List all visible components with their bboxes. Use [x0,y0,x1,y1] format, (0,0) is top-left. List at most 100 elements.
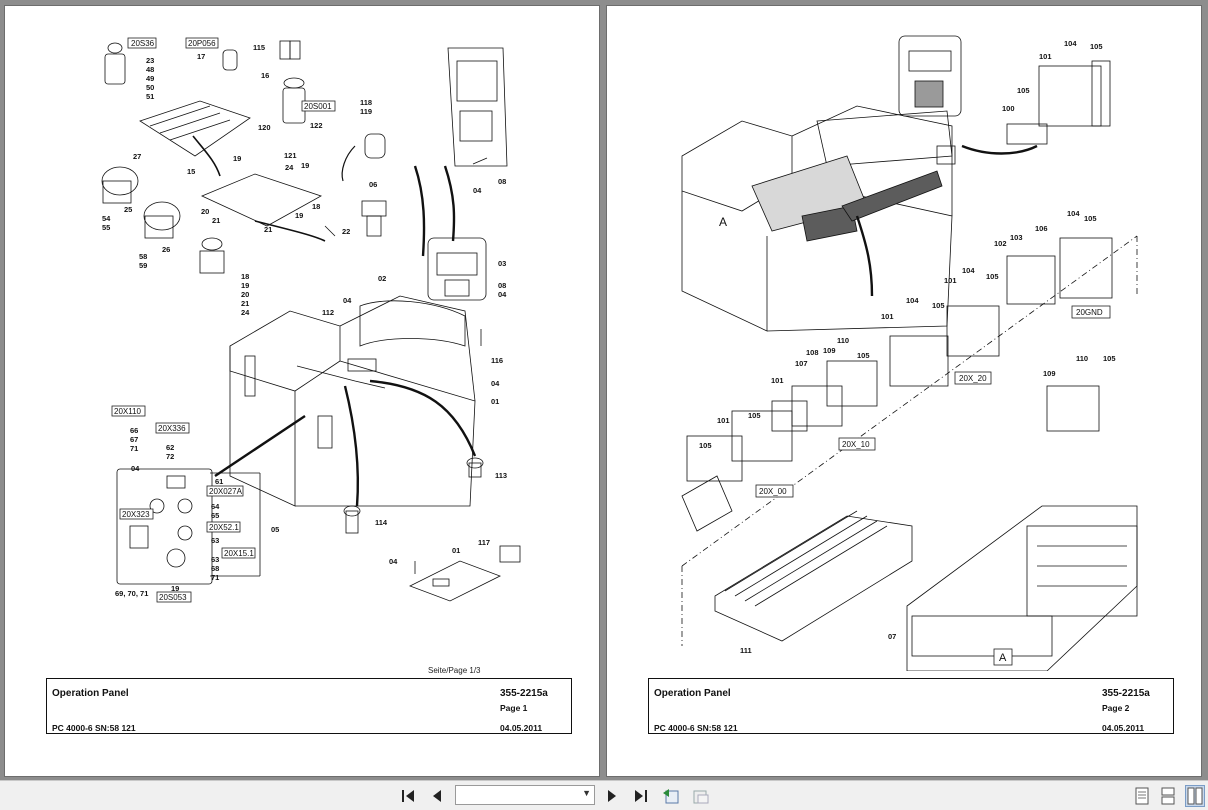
part-number: 21 [241,299,249,308]
part-number: 104 [906,296,919,305]
part-number: 17 [197,52,205,61]
part-number: 64 [211,502,220,511]
part-number: 62 [166,443,174,452]
part-number: 05 [271,525,279,534]
drawing-date: 04.05.2011 [1102,723,1145,733]
part-number: 105 [857,351,870,360]
part-number: 118 [360,98,372,107]
model-number: PC 4000-6 SN:58 121 [654,723,738,733]
part-number: 01 [452,546,460,555]
part-number: 101 [881,312,894,321]
label-20X-10: 20X_10 [842,440,870,449]
title-block: Operation Panel 355-2215a Page 1 PC 4000… [46,678,572,734]
part-number: 03 [498,259,506,268]
part-number: 109 [1043,369,1056,378]
part-number: 59 [139,261,147,270]
part-number: 104 [1067,209,1080,218]
part-number: 21 [264,225,272,234]
part-number: 19 [171,584,179,593]
view-marker-a: A [719,215,727,229]
part-number: 122 [310,121,323,130]
part-number: 119 [360,107,372,116]
label-20GND: 20GND [1076,308,1103,317]
part-number: 116 [491,356,503,365]
continuous-icon[interactable] [1158,785,1178,807]
part-number: 54 [102,214,111,223]
last-page-icon[interactable] [629,785,651,807]
part-number: 07 [888,632,896,641]
part-number: 71 [211,573,219,582]
part-number: 19 [241,281,249,290]
part-number: 04 [498,290,507,299]
first-page-icon[interactable] [398,785,420,807]
label-20X323: 20X323 [122,510,150,519]
navigation-toolbar: ▼ [0,780,1208,810]
single-page-icon[interactable] [1132,785,1152,807]
part-number: 111 [740,646,752,655]
part-number: 100 [1002,104,1015,113]
part-number: 106 [1035,224,1048,233]
part-number: 105 [748,411,761,420]
part-number: 20 [241,290,249,299]
chevron-down-icon[interactable]: ▼ [582,788,591,798]
part-number: 04 [473,186,482,195]
drawing-title: Operation Panel [52,688,129,699]
part-number: 27 [133,152,141,161]
part-number: 105 [932,301,945,310]
part-number: 110 [1076,354,1088,363]
document-viewport[interactable]: 20S36 20P056 20S001 20X110 20X336 20X027… [0,0,1208,780]
part-number: 01 [491,397,499,406]
part-number: 24 [285,163,294,172]
view-marker-a-box: A [999,652,1007,664]
label-20X15-1: 20X15.1 [224,549,254,558]
part-number: 48 [146,65,154,74]
part-number-labels: 101 104 105 105 100 106 104 105 102 103 … [699,39,1116,655]
part-number: 113 [495,471,507,480]
page-number-select[interactable]: ▼ [455,785,595,805]
part-number: 61 [215,477,223,486]
next-page-icon[interactable] [601,785,623,807]
part-number: 22 [342,227,350,236]
part-number: 68 [211,564,219,573]
part-number: 18 [312,202,320,211]
part-number: 63 [211,555,219,564]
part-number: 04 [389,557,398,566]
part-number: 08 [498,177,506,186]
part-number: 69, 70, 71 [115,589,148,598]
part-number: 105 [1017,86,1030,95]
part-number: 117 [478,538,490,547]
part-number: 04 [343,296,352,305]
page-label: Page 1 [500,703,528,713]
part-number: 114 [375,518,388,527]
part-number: 19 [233,154,241,163]
part-number: 63 [211,536,219,545]
part-number: 02 [378,274,386,283]
part-number: 112 [322,308,334,317]
forward-icon[interactable] [690,785,712,807]
exploded-drawing-page-1: 20S36 20P056 20S001 20X110 20X336 20X027… [101,37,521,603]
part-number: 101 [944,276,957,285]
part-number: 18 [241,272,249,281]
part-number: 105 [1103,354,1116,363]
part-number: 51 [146,92,154,101]
part-number: 67 [130,435,138,444]
facing-pages-icon[interactable] [1185,785,1205,807]
part-number: 120 [258,123,271,132]
part-number: 115 [253,43,265,52]
part-number: 58 [139,252,147,261]
part-number-labels: 23 48 49 50 51 17 115 16 122 120 121 118… [102,43,507,598]
part-number: 04 [131,464,140,473]
part-number: 20 [201,207,209,216]
part-number: 19 [295,211,303,220]
part-number: 25 [124,205,132,214]
part-number: 105 [986,272,999,281]
document-number: 355-2215a [500,688,548,699]
part-number: 103 [1010,233,1023,242]
label-20S001: 20S001 [304,102,332,111]
prev-page-icon[interactable] [426,785,448,807]
label-20S053: 20S053 [159,593,187,602]
label-20X027A: 20X027A [209,487,243,496]
back-icon[interactable] [660,785,682,807]
label-20X336: 20X336 [158,424,186,433]
label-20X52-1: 20X52.1 [209,523,239,532]
